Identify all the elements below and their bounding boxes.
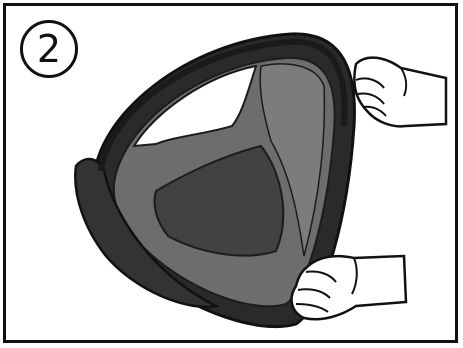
right-hand-upper-icon — [354, 58, 446, 127]
step-number: 2 — [37, 30, 61, 68]
instruction-panel: 2 — [3, 3, 458, 343]
right-hand-lower-icon — [292, 256, 406, 319]
step-number-badge: 2 — [20, 20, 78, 78]
